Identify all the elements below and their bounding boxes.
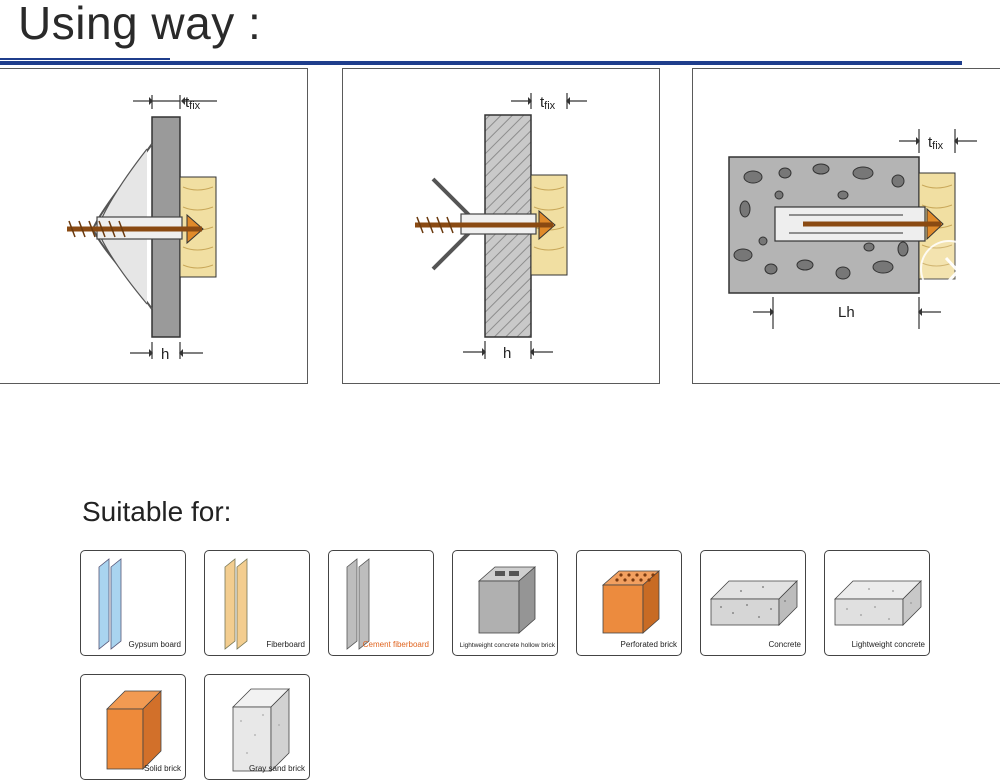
concrete-block-icon — [710, 580, 798, 626]
cement-fiberboard-icon — [346, 558, 370, 650]
diagram-panel-3: tfix Lh — [692, 68, 1000, 384]
diagram-panel-2: tfix h — [342, 68, 660, 384]
material-perforated-brick: Perforated brick — [576, 550, 682, 656]
suitable-for-heading: Suitable for: — [82, 496, 232, 527]
material-label: Fiberboard — [266, 640, 305, 649]
material-fiberboard: Fiberboard — [204, 550, 310, 656]
perforated-brick-icon — [601, 570, 661, 634]
material-gray-sand-brick: Gray sand brick — [204, 674, 310, 780]
material-label: Solid brick — [144, 764, 181, 773]
material-cement-fiberboard: Cement fiberboard — [328, 550, 434, 656]
gypsum-board-icon — [98, 558, 122, 650]
material-lightweight-concrete-hollow-brick: Lightweight concrete hollow brick — [452, 550, 558, 656]
lightweight-concrete-icon — [834, 580, 922, 626]
material-concrete: Concrete — [700, 550, 806, 656]
tfix-label-2: tfix — [540, 94, 556, 112]
tfix-label-3: tfix — [928, 134, 944, 152]
material-label: Perforated brick — [620, 640, 677, 649]
hollow-wall-anchor-diagram-1: tfix h — [67, 94, 217, 363]
concrete-anchor-diagram-3: tfix Lh — [728, 129, 977, 329]
solid-brick-icon — [106, 690, 162, 770]
material-label: Gray sand brick — [248, 764, 305, 773]
fiberboard-icon — [224, 558, 248, 650]
title-divider — [0, 61, 962, 65]
hollow-brick-icon — [477, 566, 537, 634]
material-solid-brick: Solid brick — [80, 674, 186, 780]
material-label: Lightweight concrete hollow brick — [459, 642, 555, 649]
tfix-label-1: tfix — [185, 94, 201, 112]
material-lightweight-concrete: Lightweight concrete — [824, 550, 930, 656]
gray-sand-brick-icon — [232, 688, 290, 772]
title-accent-line — [0, 58, 170, 60]
diagram-panel-1: tfix h — [0, 68, 308, 384]
material-label: Lightweight concrete — [851, 640, 925, 649]
next-slide-button[interactable] — [920, 240, 978, 298]
hollow-wall-anchor-diagram-2: tfix h — [415, 93, 587, 362]
material-label: Concrete — [768, 640, 801, 649]
page-title: Using way : — [18, 0, 262, 49]
material-label: Cement fiberboard — [362, 640, 429, 649]
material-label: Gypsum board — [128, 640, 181, 649]
material-gypsum-board: Gypsum board — [80, 550, 186, 656]
chevron-right-icon — [944, 256, 961, 286]
lh-label: Lh — [838, 304, 855, 321]
h-label-2: h — [503, 345, 511, 362]
h-label-1: h — [161, 346, 169, 363]
